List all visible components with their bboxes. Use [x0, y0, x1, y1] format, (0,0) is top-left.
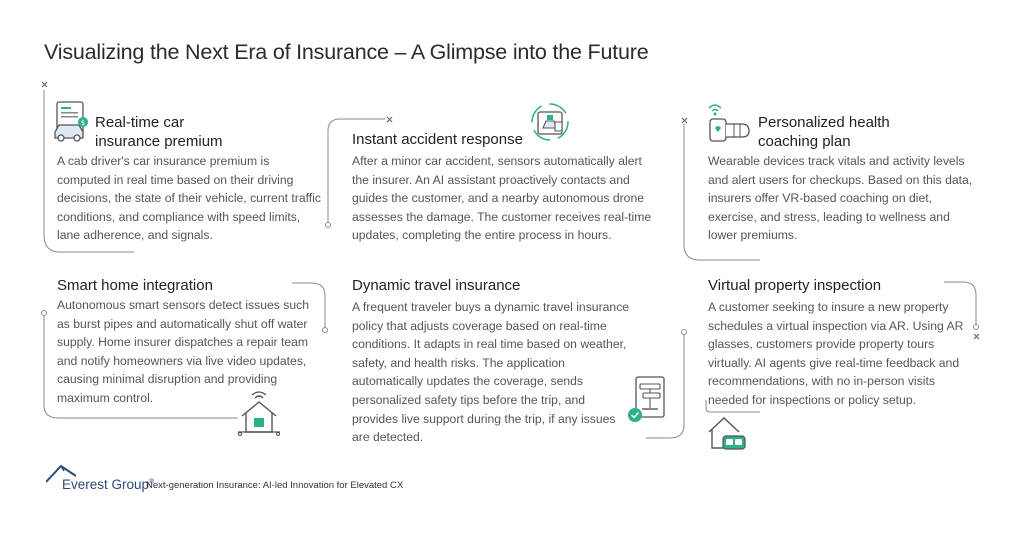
card-body-instant-accident: After a minor car accident, sensors auto…	[352, 154, 652, 243]
travel-policy-icon	[626, 375, 668, 430]
footer-caption: Next-generation Insurance: AI-led Innova…	[146, 480, 404, 491]
brand-name: Everest Group®	[62, 477, 155, 492]
page-title: Visualizing the Next Era of Insurance – …	[44, 40, 649, 64]
card-title-real-time-car: Real-time car insurance premium	[95, 114, 223, 150]
vr-home-icon	[706, 412, 750, 461]
card-title-dynamic-travel: Dynamic travel insurance	[352, 277, 521, 294]
card-title-smart-home: Smart home integration	[57, 277, 213, 294]
car-document-icon: $	[52, 100, 90, 149]
card-title-health-coaching: Personalized health coaching plan	[758, 114, 890, 150]
card-body-health-coaching: Wearable devices track vitals and activi…	[708, 154, 973, 243]
card-body-real-time-car: A cab driver's car insurance premium is …	[57, 154, 321, 243]
everest-group-logo-icon	[45, 462, 77, 489]
card-title-virtual-property: Virtual property inspection	[708, 277, 882, 294]
wearable-health-icon	[706, 100, 752, 151]
card-body-dynamic-travel: A frequent traveler buys a dynamic trave…	[352, 300, 630, 445]
card-body-smart-home: Autonomous smart sensors detect issues s…	[57, 298, 309, 405]
svg-text:$: $	[81, 119, 85, 127]
accident-alert-icon	[528, 100, 572, 149]
card-body-virtual-property: A customer seeking to insure a new prope…	[708, 300, 964, 407]
card-title-instant-accident: Instant accident response	[352, 131, 523, 148]
smart-home-icon	[236, 388, 282, 443]
